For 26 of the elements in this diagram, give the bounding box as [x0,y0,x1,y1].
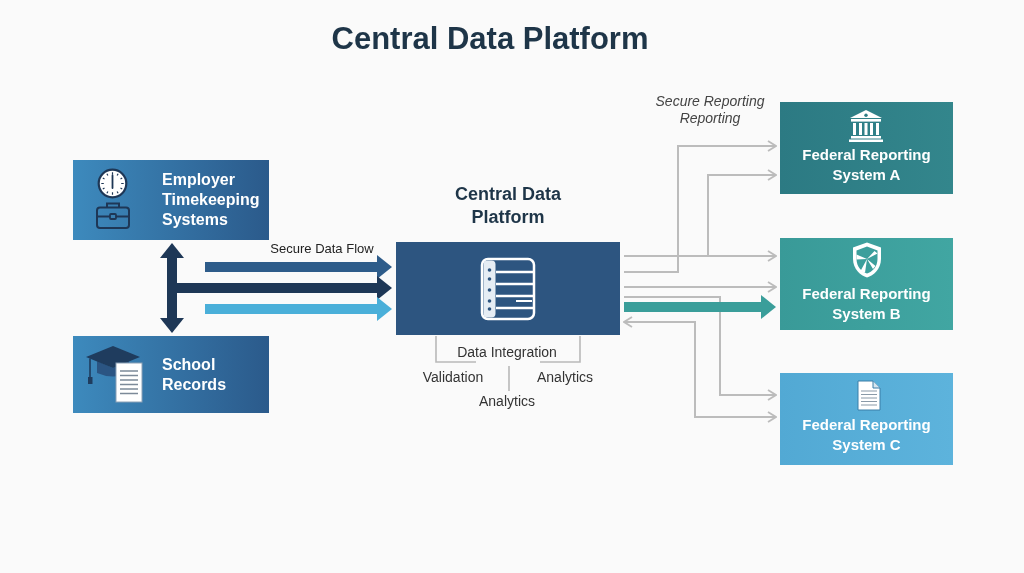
source-system-box [73,336,269,413]
arrow [205,255,392,279]
node-heading: Central Data Platform [454,183,562,229]
reporting-system-box [780,102,953,194]
node-label: Federal Reporting System C [801,415,932,455]
arrow [623,140,777,273]
node-label: Employer Timekeeping Systems [162,170,261,230]
arrow [205,297,392,321]
edge-label: Secure Data Flow [270,241,374,256]
node-label: School Records [162,355,228,395]
function-label: Analytics [479,393,535,410]
source-system-box [73,160,269,240]
node-label: Federal Reporting System B [801,284,932,324]
flow-label: Secure Reporting Reporting [654,93,766,127]
double-arrow [160,243,184,333]
function-label: Analytics [537,369,593,386]
double-arrow [623,316,777,423]
function-label: Validation [422,369,484,386]
reporting-system-box [780,373,953,465]
arrow [623,250,777,262]
reporting-system-box [780,238,953,330]
arrow [623,296,777,401]
arrow [624,295,776,319]
node-label: Federal Reporting System A [801,145,932,185]
diagram-title: Central Data Platform [331,21,649,57]
arrow [623,281,777,293]
